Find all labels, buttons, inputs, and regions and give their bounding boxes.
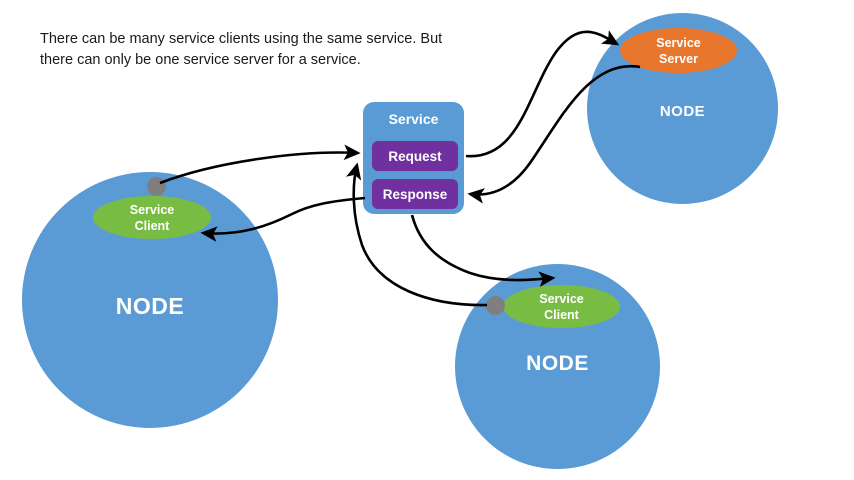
service-box-title: Service	[388, 111, 439, 127]
response-box[interactable]: Response	[372, 179, 458, 209]
service-client-bottom[interactable]: Service Client	[503, 285, 620, 328]
service-client-bottom-line1: Service	[539, 291, 584, 306]
service-client-left[interactable]: Service Client	[93, 196, 211, 239]
node-top-right-label: NODE	[659, 103, 706, 120]
service-server-line2: Server	[659, 51, 698, 66]
node-left-label: NODE	[115, 293, 185, 319]
service-client-left-line1: Service	[129, 202, 175, 217]
node-bottom-label: NODE	[526, 352, 589, 375]
service-server[interactable]: Service Server	[620, 28, 737, 73]
connector-dot-bottom-client[interactable]	[486, 296, 505, 315]
service-server-line1: Service	[656, 35, 701, 50]
caption-text: There can be many service clients using …	[40, 31, 443, 68]
connector-dot-left-client[interactable]	[147, 177, 166, 196]
service-client-left-line2: Client	[134, 218, 170, 233]
service-box[interactable]: Service Request Response	[363, 102, 464, 214]
request-box[interactable]: Request	[372, 141, 458, 171]
service-client-bottom-line2: Client	[544, 307, 579, 322]
